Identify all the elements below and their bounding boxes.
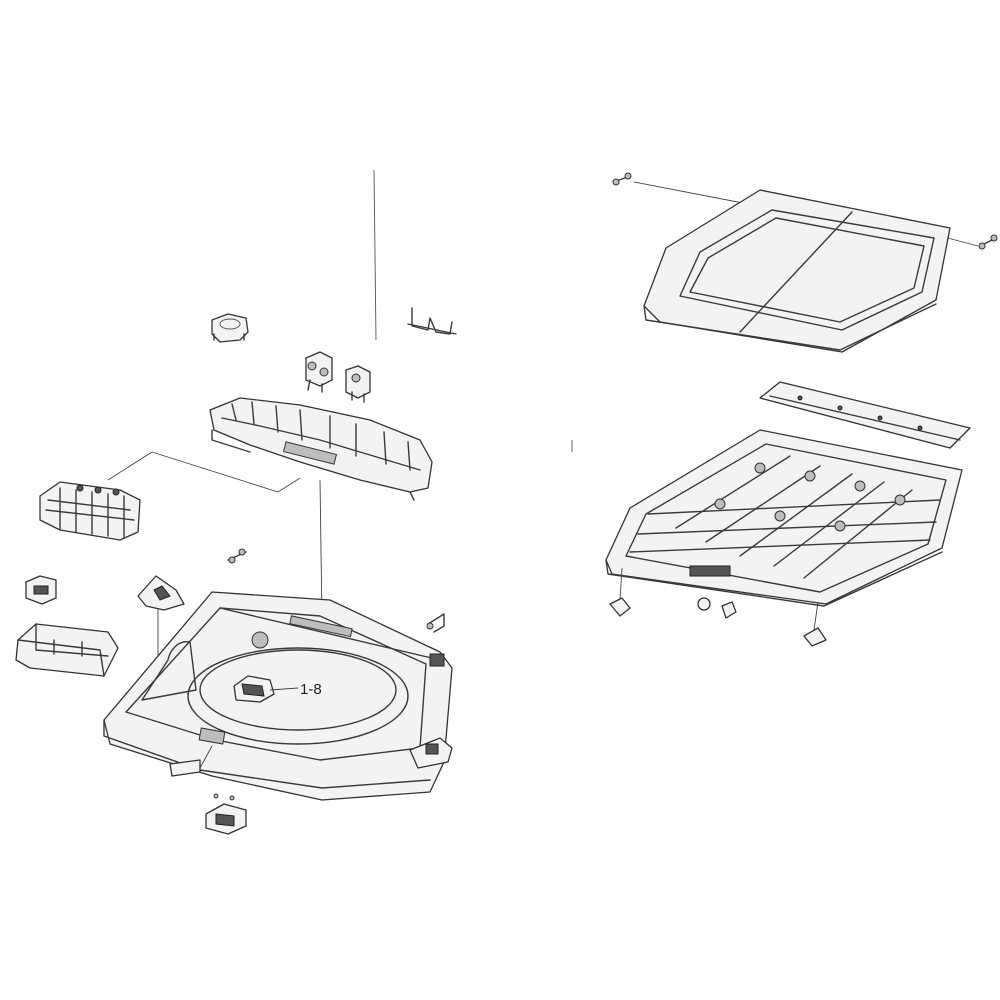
cap-round [697, 597, 711, 611]
fastener-left [609, 597, 631, 617]
bleach-funnel [137, 575, 185, 611]
leader-pin-left [633, 181, 749, 205]
water-valve-right [345, 365, 371, 403]
pin-screw [227, 548, 247, 564]
clip-small [721, 601, 737, 619]
lid-lock-part [233, 675, 275, 703]
leader-panel-to-dispenser [151, 451, 301, 493]
leader-panel-down [319, 479, 323, 621]
glass-lid [643, 189, 951, 353]
lid-frame-grid [605, 429, 963, 607]
lid-pin-left [612, 172, 632, 186]
control-panel-frame [209, 397, 433, 501]
top-cover-frame [103, 591, 453, 801]
front-insert [169, 745, 213, 777]
construction-line [373, 169, 377, 341]
wire-hanger [407, 307, 457, 335]
hinge-rail [759, 381, 971, 449]
leader-1-8 [269, 687, 299, 691]
hinge-pin [426, 613, 445, 633]
clamp-bracket [211, 313, 249, 343]
water-valve-left [305, 351, 333, 393]
dispenser-drawer [15, 623, 119, 677]
lid-pin-right [978, 234, 998, 250]
callout-label-1-8: 1-8 [300, 681, 322, 698]
dispenser-housing [39, 481, 141, 541]
leader-fastener-left [619, 567, 623, 601]
latch-block [409, 737, 453, 769]
leader-fastener-right [813, 601, 819, 631]
dispenser-cap [25, 575, 57, 605]
leader-dispenser [107, 451, 153, 481]
lid-switch [205, 793, 247, 835]
fastener-right [803, 627, 827, 647]
